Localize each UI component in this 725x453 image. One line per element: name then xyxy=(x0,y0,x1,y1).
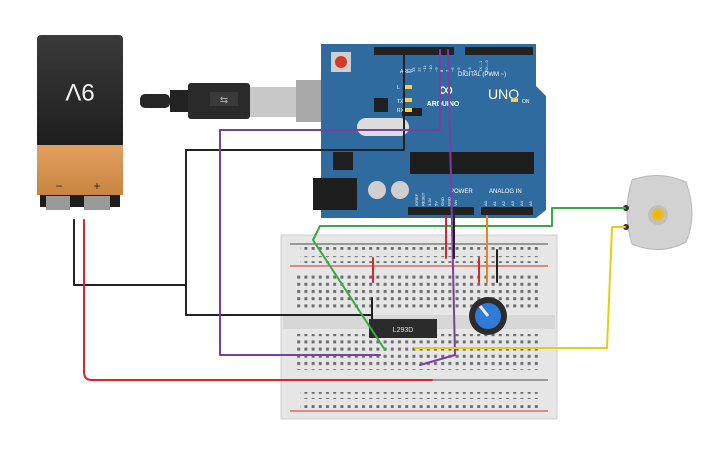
chip-label: L293D xyxy=(393,327,414,334)
digital-pin-label: ~10 xyxy=(428,64,433,72)
digital-pin-label: 4 xyxy=(461,69,466,72)
reset-button[interactable] xyxy=(335,56,347,68)
battery-positive-terminal[interactable] xyxy=(84,196,110,210)
power-pin-label: Vin xyxy=(453,200,458,206)
rx-led-label: RX xyxy=(397,108,405,114)
wire-gnd-2[interactable] xyxy=(185,49,405,151)
tx-led-label: TX xyxy=(397,99,404,105)
digital-pin-label: ~11 xyxy=(422,65,427,72)
l-led-label: L xyxy=(397,85,400,91)
battery-label: 9V xyxy=(65,78,94,105)
battery-minus-label: − xyxy=(55,179,62,193)
analog-pin-label: A5 xyxy=(528,200,533,206)
arduino-brand: ARDUINO xyxy=(427,101,460,108)
power-label: POWER xyxy=(450,189,473,195)
digital-pin-label: RX←0 xyxy=(484,59,489,72)
digital-pin-label: 2 xyxy=(473,69,478,72)
digital-pin-label: 8 xyxy=(439,69,444,72)
analog-pin-label: A4 xyxy=(519,200,524,206)
wire-battery-negative[interactable] xyxy=(73,219,187,286)
wire-gnd-1[interactable] xyxy=(185,149,373,316)
digital-pin-label: ~3 xyxy=(467,67,472,72)
wire-green[interactable] xyxy=(312,207,626,351)
digital-pin-label: ~9 xyxy=(433,67,438,72)
power-pin-label: 3.3V xyxy=(427,197,432,206)
aref-label: AREF xyxy=(400,69,413,75)
battery-9v[interactable]: 9V − + xyxy=(37,35,123,210)
battery-negative-terminal[interactable] xyxy=(46,196,70,210)
sun-icon: ✺ xyxy=(650,205,665,225)
wire-battery-positive[interactable] xyxy=(83,219,433,381)
wire-purple-2[interactable] xyxy=(219,49,441,131)
analog-label: ANALOG IN xyxy=(489,189,522,195)
power-pin-label: GND xyxy=(440,197,445,206)
dc-motor[interactable]: ✺ xyxy=(623,175,693,250)
analog-pin-label: A2 xyxy=(501,200,506,206)
analog-pin-label: A3 xyxy=(510,200,515,206)
wire-purple-3[interactable] xyxy=(419,49,456,366)
digital-pin-label: 7 xyxy=(445,69,450,72)
analog-pin-label: A0 xyxy=(483,200,488,206)
power-jack xyxy=(313,178,357,210)
wire-yellow[interactable] xyxy=(414,226,626,349)
power-pin-label: RESET xyxy=(421,192,426,206)
on-led-label: ON xyxy=(522,99,530,105)
digital-pin-label: ~6 xyxy=(450,67,455,72)
l293d-chip[interactable]: L293D xyxy=(369,319,437,338)
power-pin-label: GND xyxy=(447,197,452,206)
usb-icon: ⇆ xyxy=(220,95,228,106)
power-pin-label: IOREF xyxy=(414,193,419,206)
potentiometer[interactable] xyxy=(469,297,507,335)
digital-pin-label: 12 xyxy=(417,67,422,72)
digital-label: DIGITAL (PWM ~) xyxy=(458,72,506,78)
digital-pin-label: TX→1 xyxy=(478,60,483,72)
arduino-infinity-logo: ∞ xyxy=(439,79,453,101)
wire-purple-1[interactable] xyxy=(219,129,381,356)
atmega-chip xyxy=(410,152,534,174)
power-pin-label: 5V xyxy=(434,201,439,206)
digital-pin-label: ~5 xyxy=(456,67,461,72)
digital-pin-label: 13 xyxy=(411,67,416,72)
analog-pin-label: A1 xyxy=(492,200,497,206)
battery-plus-label: + xyxy=(93,179,100,193)
